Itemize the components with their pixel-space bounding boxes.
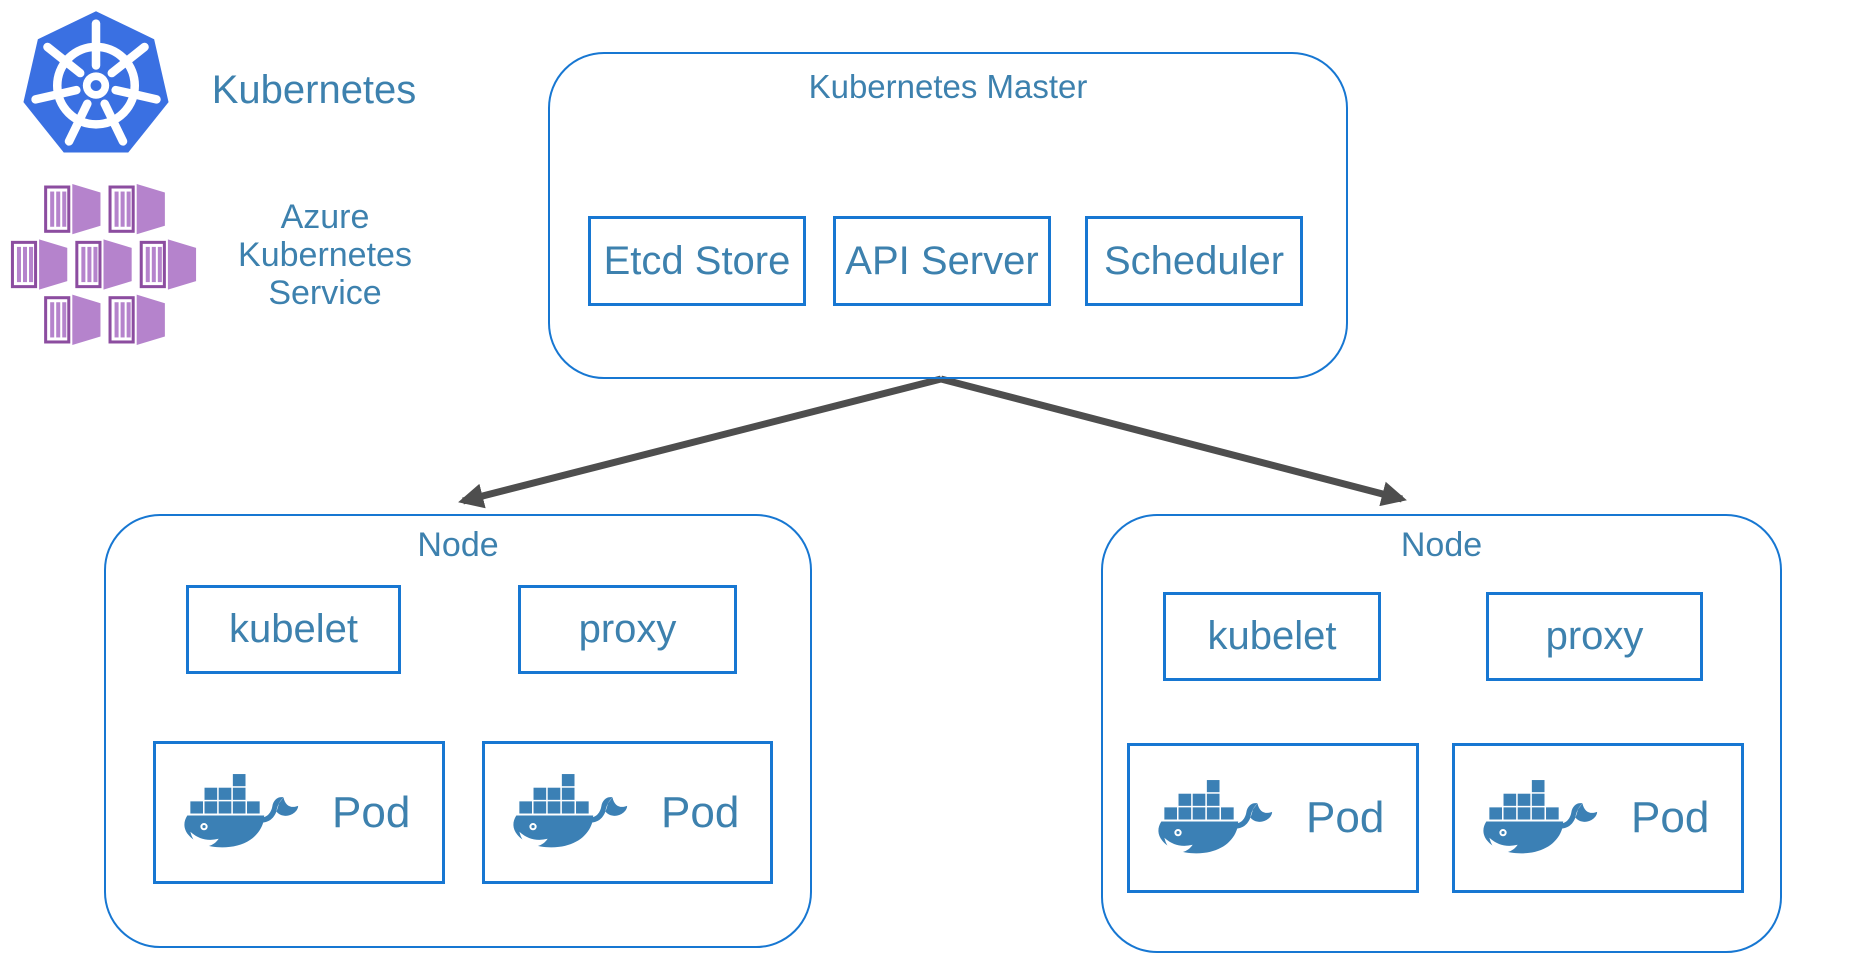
docker-whale-icon (1481, 776, 1607, 861)
node-1-kubelet-label: kubelet (229, 607, 358, 651)
azure-kubernetes-service-icon (10, 184, 198, 346)
node-2-pod-2-label: Pod (1631, 793, 1710, 842)
docker-whale-icon (511, 770, 637, 855)
node-2-pod-1-box: Pod (1127, 743, 1419, 893)
node-2-proxy-label: proxy (1545, 614, 1644, 658)
node-1-proxy-box: proxy (518, 585, 737, 674)
scheduler-label: Scheduler (1103, 238, 1285, 283)
node-1-proxy-label: proxy (578, 607, 677, 651)
arrow-master-to-node-1 (458, 375, 942, 509)
arrow-master-to-node-2 (940, 375, 1407, 507)
aks-label: Azure Kubernetes Service (225, 198, 425, 312)
node-2-title: Node (1400, 526, 1483, 564)
node-1-pod-1-box: Pod (153, 741, 445, 884)
node-2-pod-1-label: Pod (1306, 793, 1385, 842)
kubernetes-wheel-icon (23, 11, 169, 153)
etcd-store-box: Etcd Store (588, 216, 806, 306)
node-2-box: Node kubelet proxy Pod Pod (1101, 514, 1782, 953)
etcd-store-label: Etcd Store (603, 238, 791, 283)
aks-label-line-2: Kubernetes (238, 236, 412, 274)
node-2-proxy-box: proxy (1486, 592, 1703, 681)
kubernetes-master-box: Kubernetes Master Etcd Store API Server … (548, 52, 1348, 379)
aks-label-line-1: Azure (280, 198, 370, 236)
node-1-pod-2-label: Pod (661, 787, 740, 837)
node-1-title: Node (417, 526, 499, 564)
kubernetes-logo (16, 5, 176, 160)
node-1-pod-1-label: Pod (332, 787, 411, 837)
api-server-box: API Server (833, 216, 1051, 306)
aks-label-line-3: Service (268, 274, 382, 312)
kubernetes-master-title: Kubernetes Master (808, 68, 1088, 105)
node-2-kubelet-label: kubelet (1207, 614, 1337, 658)
docker-whale-icon (1156, 776, 1282, 861)
api-server-label: API Server (845, 238, 1039, 283)
node-1-box: Node kubelet proxy Pod Pod (104, 514, 812, 948)
node-2-kubelet-box: kubelet (1163, 592, 1381, 681)
node-1-kubelet-box: kubelet (186, 585, 401, 674)
docker-whale-icon (182, 770, 308, 855)
aks-logo (2, 184, 206, 346)
kubernetes-label: Kubernetes (211, 68, 417, 112)
scheduler-box: Scheduler (1085, 216, 1303, 306)
node-2-pod-2-box: Pod (1452, 743, 1744, 893)
node-1-pod-2-box: Pod (482, 741, 773, 884)
